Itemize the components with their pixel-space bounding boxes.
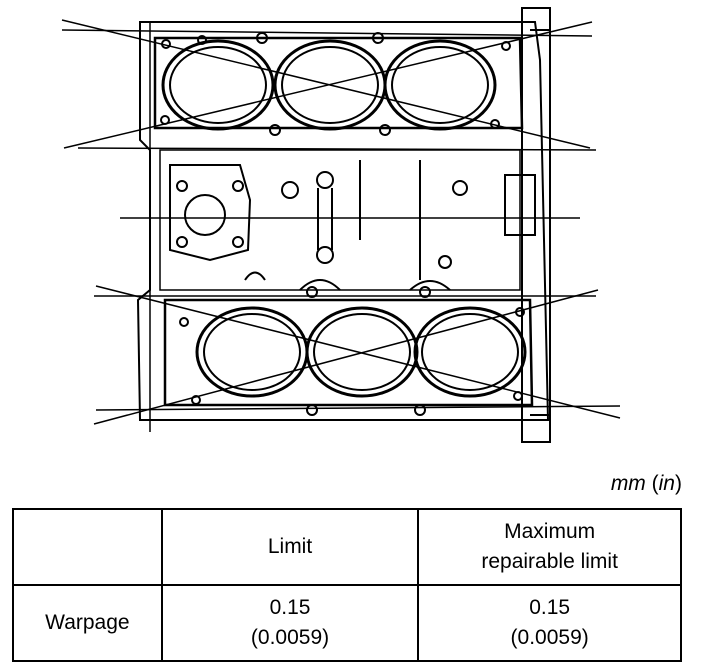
cylinder-block-deck-diagram [61,7,621,443]
header-empty-cell [12,508,163,586]
measure-line-bottom-x2 [93,289,599,425]
table-header-row: Limit Maximum repairable limit [12,508,682,586]
header-limit: Limit [160,508,420,586]
unit-secondary: in [658,472,675,495]
warpage-max-limit-in: (0.0059) [510,626,589,649]
measure-line-bottom-x1 [95,285,621,419]
measure-line-mid-1 [77,147,597,151]
measure-line-top-x2 [63,21,593,149]
warpage-limit-in: (0.0059) [250,626,330,649]
bore-top-1 [161,39,275,131]
measure-line-bottom-horizontal [95,405,621,411]
warpage-limit-mm: 0.15 [269,596,311,619]
header-max-line1: Maximum [504,520,596,543]
top-deck [153,32,524,136]
unit-label: mm (in) [610,472,682,495]
table-row: Warpage 0.15 (0.0059) 0.15 (0.0059) [12,584,682,662]
bore-bottom-3 [413,306,527,398]
measurement-lines [61,19,621,432]
bottom-deck [163,286,534,416]
header-max-repairable-limit: Maximum repairable limit [417,508,682,586]
row-label-warpage: Warpage [12,584,163,662]
right-flange [521,7,551,443]
bore-top-3 [383,39,497,131]
unit-primary: mm [610,472,646,495]
warpage-limit-cell: 0.15 (0.0059) [160,584,420,662]
header-max-line2: repairable limit [481,550,618,573]
valley-section [159,149,536,291]
block-outline [136,21,550,421]
warpage-max-limit-cell: 0.15 (0.0059) [417,584,682,662]
warpage-spec-table: Limit Maximum repairable limit Warpage 0… [12,508,682,662]
bore-bottom-1 [195,306,309,398]
warpage-max-limit-mm: 0.15 [529,596,571,619]
bore-bottom-2 [305,306,419,398]
measure-line-top-horizontal [61,29,593,37]
